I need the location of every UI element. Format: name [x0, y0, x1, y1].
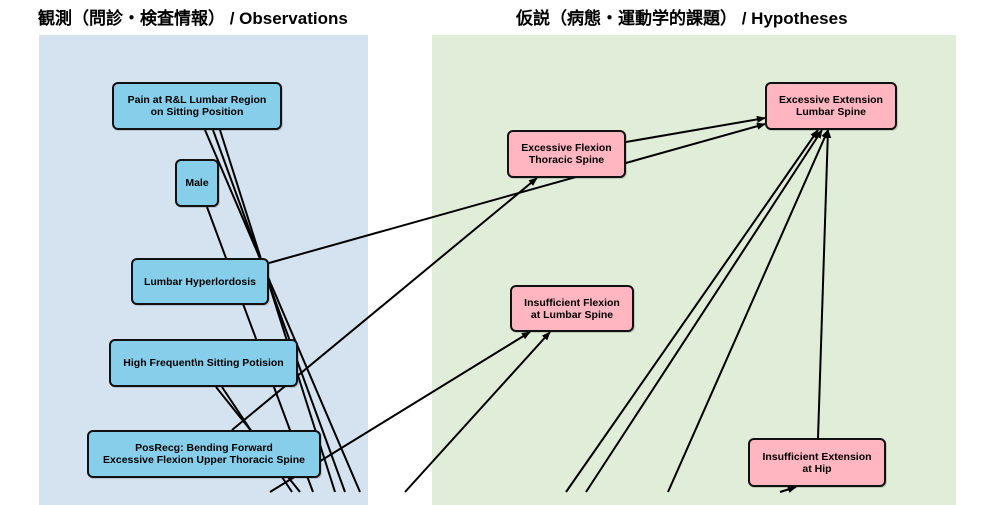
hypothesis-node-excessive-flexion-thoracic[interactable]: Excessive Flexion Thoracic Spine — [507, 130, 626, 178]
observation-node-sitting-position[interactable]: High Frequent\n Sitting Potision — [109, 339, 298, 387]
observations-header: 観測（問診・検査情報） / Observations — [38, 9, 348, 28]
observation-node-pain[interactable]: Pain at R&L Lumbar Region on Sitting Pos… — [112, 82, 282, 130]
edge-offscreen_5-to-insuf_ext_hip — [779, 485, 797, 493]
edge-offscreen_2-to-ext_lumbar — [565, 129, 819, 493]
hypotheses-header: 仮説（病態・運動学的課題） / Hypotheses — [516, 9, 848, 28]
edge-offscreen_1-to-insuf_flex_lumbar — [404, 331, 551, 493]
edge-offscreen_3-to-ext_lumbar — [585, 129, 823, 493]
observation-node-male[interactable]: Male — [175, 159, 219, 207]
edge-posrecg-to-flex_thoracic — [231, 177, 538, 431]
edge-flex_thoracic-to-ext_lumbar — [625, 115, 766, 143]
edge-pain-to-offscreen_6 — [204, 129, 361, 493]
hypothesis-node-insufficient-flexion-lumbar[interactable]: Insufficient Flexion at Lumbar Spine — [510, 285, 634, 332]
edge-pain-to-offscreen_7 — [212, 129, 346, 493]
edge-layer — [204, 115, 832, 493]
edge-offscreen_4-to-ext_lumbar — [667, 129, 829, 493]
observation-node-posture-recognition[interactable]: PosRecg: Bending Forward Excessive Flexi… — [87, 430, 321, 478]
hypothesis-node-insufficient-extension-hip[interactable]: Insufficient Extension at Hip — [748, 438, 886, 487]
hypothesis-node-excessive-extension-lumbar[interactable]: Excessive Extension Lumbar Spine — [765, 82, 897, 130]
observation-node-lumbar-hyperlordosis[interactable]: Lumbar Hyperlordosis — [131, 258, 269, 305]
edge-insuf_ext_hip-to-ext_lumbar — [817, 129, 832, 439]
